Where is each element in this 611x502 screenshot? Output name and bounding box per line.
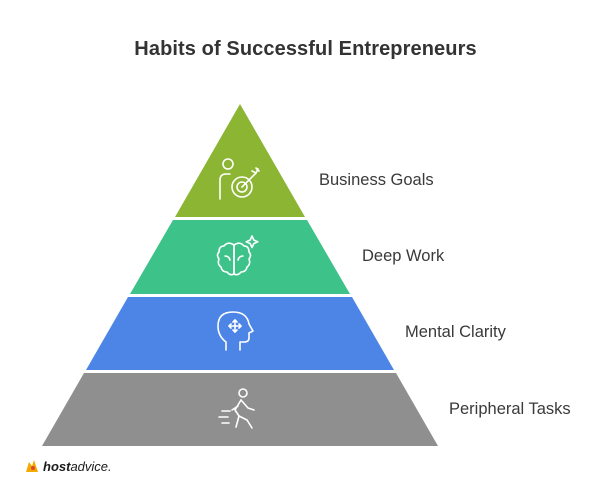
level-label-deep-work: Deep Work xyxy=(362,247,445,265)
pyramid-tier-mental-clarity xyxy=(86,297,394,370)
walking-person-icon xyxy=(218,388,255,429)
level-label-mental-clarity: Mental Clarity xyxy=(405,323,506,341)
brain-sparkle-icon xyxy=(216,235,259,276)
head-focus-icon xyxy=(217,311,254,351)
level-label-business-goals: Business Goals xyxy=(319,171,434,189)
hostadvice-logo-icon xyxy=(26,460,38,472)
brand-name-host: host xyxy=(43,458,71,474)
pyramid-tier-business-goals xyxy=(175,104,305,217)
brand-name-advice: advice. xyxy=(70,458,112,474)
diagram-title: Habits of Successful Entrepreneurs xyxy=(134,38,477,60)
level-label-peripheral-tasks: Peripheral Tasks xyxy=(449,400,571,418)
pyramid-tier-peripheral-tasks xyxy=(42,373,438,446)
target-person-icon xyxy=(219,158,260,200)
